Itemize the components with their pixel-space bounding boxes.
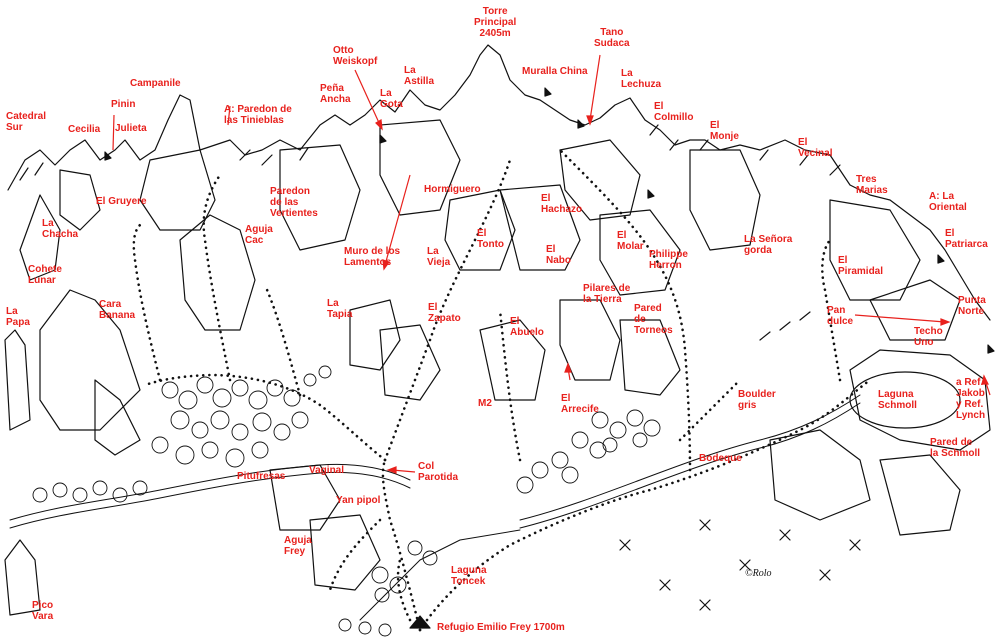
label-laguna-schmoll: Laguna Schmoll <box>878 389 917 411</box>
label-campanile: Campanile <box>130 78 181 89</box>
label-techo-uno: Techo Uno <box>914 326 943 348</box>
label-el-piramidal: El Piramidal <box>838 255 884 277</box>
label-tres-marias: Tres Marias <box>856 174 888 196</box>
label-bodeque: Bodeque <box>699 453 742 464</box>
label-aguja-frey: Aguja Frey <box>284 535 312 557</box>
label-pico-vara: Pico Vara <box>32 600 54 622</box>
label-col-parotida: Col Parotida <box>418 461 459 483</box>
river-main <box>9 463 411 521</box>
label-el-monje: El Monje <box>710 120 739 142</box>
label-pitufresas: Pitufresas <box>237 471 286 482</box>
label-el-vecinal: El Vecinal <box>798 137 833 159</box>
label-pared-torneos: Pared de Torneos <box>634 303 673 336</box>
label-el-nabo: El Nabo <box>546 244 571 266</box>
laguna-schmoll-water <box>849 371 961 429</box>
label-el-colmillo: El Colmillo <box>654 101 694 123</box>
label-muro-lamentos: Muro de los Lamentos <box>344 246 401 268</box>
label-el-tonto: El Tonto <box>477 228 505 250</box>
boulder-field-right <box>516 409 661 494</box>
river-right <box>519 394 861 521</box>
label-yan-pipol: Yan pipol <box>336 495 381 506</box>
label-ref-jakob-lynch: a Ref. Jakob y Ref. Lynch <box>956 377 986 421</box>
label-la-papa: La Papa <box>6 306 30 328</box>
label-pan-dulce: Pan dulce <box>827 305 854 327</box>
label-vaginal: Vaginal <box>309 465 345 476</box>
label-refugio-frey: Refugio Emilio Frey 1700m <box>437 622 565 633</box>
pointer-arrows <box>112 54 991 474</box>
label-catedral-sur: Catedral Sur <box>6 111 47 133</box>
label-el-patriarca: El Patriarca <box>945 228 988 250</box>
label-la-astilla: La Astilla <box>404 65 435 87</box>
label-otto-weiskopf: Otto Weiskopf <box>333 45 378 67</box>
spire-la-papa <box>4 329 31 431</box>
label-torre-principal: Torre Principal 2405m <box>474 6 517 39</box>
label-el-zapato: El Zapato <box>428 302 461 324</box>
label-el-molar: El Molar <box>617 230 644 252</box>
label-boulder-gris: Boulder gris <box>738 389 776 411</box>
label-paredon-tinieblas: A: Paredon de las Tinieblas <box>224 104 292 126</box>
label-el-hachazo: El Hachazo <box>541 193 583 215</box>
label-pinin: Pinin <box>111 99 136 110</box>
label-el-arrecife: El Arrecife <box>561 393 599 415</box>
author-signature: ©Rolo <box>745 568 772 579</box>
label-julieta: Julieta <box>115 123 147 134</box>
label-philippe-herron: Philippe Herron <box>649 249 688 271</box>
label-aguja-cac: Aguja Cac <box>245 224 273 246</box>
label-la-chacha: La Chacha <box>42 218 79 240</box>
label-pilares-tierra: Pilares de la Tierra <box>583 283 631 305</box>
label-el-gruyere: El Gruyere <box>96 196 147 207</box>
label-hormiguero: Hormiguero <box>424 184 481 195</box>
label-la-senora-gorda: La Señora gorda <box>744 234 793 256</box>
label-m2: M2 <box>478 398 492 409</box>
label-la-gota: La Gota <box>380 88 403 110</box>
label-el-abuelo: El Abuelo <box>510 316 544 338</box>
label-pared-schmoll: Pared de la Schmoll <box>930 437 981 459</box>
label-laguna-toncek: Laguna Toncek <box>451 565 487 587</box>
label-la-lechuza: La Lechuza <box>621 68 662 90</box>
label-cara-banana: Cara Banana <box>99 299 136 321</box>
ridge-skyline <box>7 44 991 321</box>
label-punta-norte: Punta Norte <box>958 295 986 317</box>
label-muralla-china: Muralla China <box>522 66 588 77</box>
label-pena-ancha: Peña Ancha <box>320 83 351 105</box>
label-cecilia: Cecilia <box>68 124 101 135</box>
approach-trails <box>132 148 872 632</box>
label-tano-sudaca: Tano Sudaca <box>594 27 630 49</box>
label-paredon-vertientes: Paredon de las Vertientes <box>270 186 318 219</box>
boulder-field-bottom <box>303 365 438 637</box>
refugio-hut-icon <box>409 615 431 629</box>
label-la-tapia: La Tapia <box>327 298 353 320</box>
boulder-field-left <box>32 376 309 503</box>
label-la-oriental: A: La Oriental <box>929 191 967 213</box>
label-la-vieja: La Vieja <box>427 246 451 268</box>
massif-cara-banana <box>39 289 141 431</box>
label-cohete-lunar: Cohete Lunar <box>28 264 62 286</box>
